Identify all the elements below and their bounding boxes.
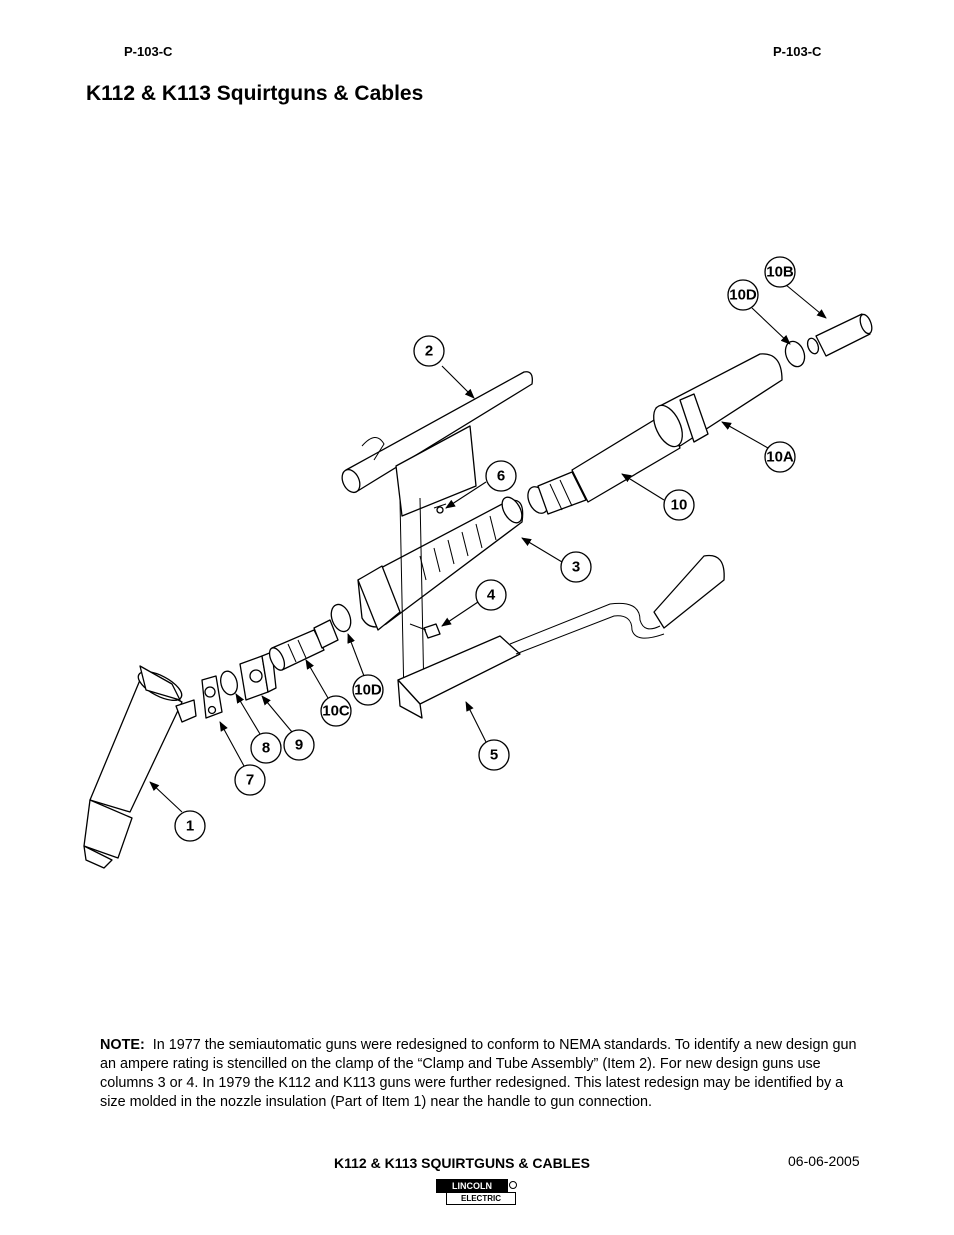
- leader-8: [235, 693, 261, 735]
- part-2-clamp-tube: [341, 371, 533, 701]
- svg-text:6: 6: [497, 468, 505, 485]
- leader-2: [441, 365, 475, 399]
- part-8-ring: [220, 670, 238, 696]
- callout-5: 5: [478, 739, 510, 771]
- svg-text:8: 8: [262, 740, 270, 757]
- callout-10d-lower: 10D: [352, 674, 384, 706]
- callout-10b: 10B: [764, 256, 796, 288]
- svg-text:10: 10: [671, 497, 688, 514]
- footer-title: K112 & K113 SQUIRTGUNS & CABLES: [334, 1155, 590, 1171]
- page-code-right: P-103-C: [773, 44, 822, 59]
- note-label: NOTE:: [100, 1037, 145, 1053]
- callout-8: 8: [250, 732, 282, 764]
- leader-6: [445, 481, 487, 509]
- svg-text:1: 1: [186, 818, 194, 835]
- part-10-cable-connector: [527, 413, 681, 515]
- callout-10d-upper: 10D: [727, 279, 759, 311]
- svg-text:9: 9: [295, 737, 303, 754]
- part-10c-connector: [268, 619, 339, 671]
- callout-10: 10: [663, 489, 695, 521]
- logo-line-2: ELECTRIC: [446, 1192, 516, 1205]
- callout-6: 6: [485, 460, 517, 492]
- note-text: In 1977 the semiautomatic guns were rede…: [100, 1037, 857, 1110]
- leader-4: [441, 601, 479, 627]
- part-9-clamp-block: [239, 651, 277, 701]
- part-6-screw: [433, 503, 447, 514]
- part-10d-ring-lower: [330, 603, 352, 633]
- leader-5: [465, 701, 487, 743]
- page-title: K112 & K113 Squirtguns & Cables: [86, 82, 424, 105]
- svg-text:5: 5: [490, 747, 498, 764]
- svg-text:10D: 10D: [729, 287, 757, 304]
- leader-3: [521, 537, 563, 563]
- svg-text:3: 3: [572, 559, 580, 576]
- part-7-bracket: [201, 675, 223, 719]
- leader-1: [149, 781, 183, 813]
- leader-7: [219, 721, 245, 767]
- callout-1: 1: [174, 810, 206, 842]
- part-10a-strain-relief: [653, 353, 783, 448]
- callout-4: 4: [475, 579, 507, 611]
- leader-lines: [149, 279, 827, 813]
- footer-date: 06-06-2005: [788, 1153, 860, 1169]
- part-3-handle: [357, 496, 524, 631]
- svg-text:10D: 10D: [354, 682, 382, 699]
- logo-line-1: LINCOLN: [436, 1179, 508, 1193]
- callout-7: 7: [234, 764, 266, 796]
- callout-10c: 10C: [320, 695, 352, 727]
- page-code-left: P-103-C: [124, 44, 173, 59]
- svg-text:2: 2: [425, 343, 433, 360]
- callout-9: 9: [283, 729, 315, 761]
- lincoln-electric-logo: LINCOLN ELECTRIC: [436, 1179, 517, 1205]
- leader-10c: [305, 659, 329, 699]
- leader-10a: [721, 421, 769, 449]
- svg-text:7: 7: [246, 772, 254, 789]
- callout-10a: 10A: [764, 441, 796, 473]
- leader-10d-upper: [751, 307, 791, 345]
- part-4-screw: [409, 623, 441, 639]
- svg-text:10C: 10C: [322, 703, 350, 720]
- part-10b-end-fitting: [806, 313, 873, 357]
- svg-text:4: 4: [487, 587, 496, 604]
- leader-10d-lower: [347, 633, 365, 677]
- svg-text:10B: 10B: [766, 264, 794, 281]
- callout-3: 3: [560, 551, 592, 583]
- registered-mark-icon: [509, 1181, 517, 1189]
- svg-text:10A: 10A: [766, 449, 794, 466]
- part-5-cable-switch: [397, 554, 725, 719]
- leader-10: [621, 473, 665, 501]
- callout-2: 2: [413, 335, 445, 367]
- leader-9: [261, 695, 293, 733]
- part-10d-ring-upper: [784, 340, 806, 368]
- note-paragraph: NOTE: In 1977 the semiautomatic guns wer…: [100, 1036, 860, 1112]
- part-1-nozzle: [83, 665, 197, 869]
- leader-10b: [779, 279, 827, 319]
